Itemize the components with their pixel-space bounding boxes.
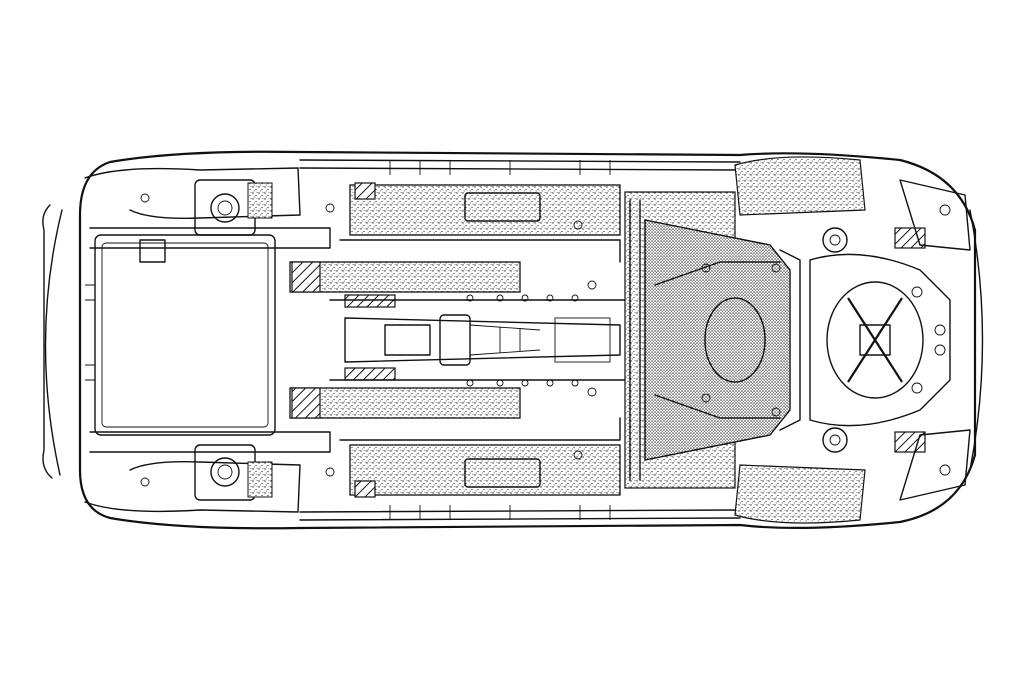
floor-recess-left: [464, 192, 541, 222]
bolt: [573, 450, 583, 460]
rear-hub-left: [822, 227, 848, 253]
bolt: [571, 294, 579, 302]
front-fender-top: [84, 167, 301, 219]
transmission-tail: [384, 324, 431, 356]
front-section: [85, 179, 335, 501]
rocker-left: [299, 159, 741, 171]
bolt: [496, 379, 504, 387]
rear-pad-left: [894, 227, 926, 249]
bolt: [939, 204, 951, 216]
engine-bay-plate: [94, 234, 276, 436]
radiator-support: [85, 284, 95, 381]
driveshaft-detail: [469, 324, 541, 356]
strut-right-outer: [210, 457, 240, 487]
front-bumper-inner: [42, 204, 53, 479]
strut-mount-right: [194, 444, 256, 501]
pad-right: [354, 480, 376, 498]
bolt: [325, 467, 335, 477]
bolt: [771, 407, 781, 417]
center-floor: [289, 160, 631, 520]
body-silhouette: [78, 150, 977, 530]
fuel-tank: [644, 219, 791, 461]
bolt: [934, 324, 946, 336]
front-crossmember-bottom: [89, 431, 331, 453]
side-rail-right: [289, 387, 521, 419]
bolt: [587, 280, 597, 290]
engine-bay-plate-inner: [101, 242, 269, 428]
body-outline: [42, 150, 984, 530]
tunnel-brace-right: [344, 367, 396, 381]
bolt: [701, 263, 711, 273]
rear-bracket-right: [899, 429, 971, 501]
bolt: [140, 193, 150, 203]
rear-subframe-edge: [779, 249, 801, 431]
differential-center: [859, 324, 891, 356]
bolt: [934, 344, 946, 356]
bolt: [911, 286, 923, 298]
rear-crossmember: [629, 199, 641, 481]
engine-bracket: [139, 239, 166, 263]
rocker-ribs-left: [389, 160, 611, 175]
bolt: [701, 393, 711, 403]
rear-bumper: [969, 209, 984, 471]
bolt: [140, 477, 150, 487]
rear-section: [734, 156, 971, 524]
front-stipple-right: [247, 461, 273, 498]
bolt: [571, 379, 579, 387]
strut-mount-left: [194, 179, 256, 236]
strut-left-inner: [217, 200, 233, 216]
center-bearing: [439, 314, 471, 366]
rear-hub-left-center: [829, 234, 841, 246]
rear-center: [624, 191, 801, 489]
bolt: [521, 379, 529, 387]
strut-left-outer: [210, 193, 240, 223]
bolt: [771, 263, 781, 273]
driveshaft-tunnel: [344, 317, 621, 363]
rear-wheelwell-left: [734, 156, 866, 216]
bolt: [466, 294, 474, 302]
front-crossmember-top: [89, 227, 331, 249]
bolt: [546, 379, 554, 387]
bolt: [911, 382, 923, 394]
jack-point-left-front: [291, 261, 321, 293]
floor-channel: [339, 239, 621, 441]
rocker-ribs-right: [389, 505, 611, 520]
center-tunnel-edges: [329, 299, 631, 381]
rear-wheelwell-right: [734, 464, 866, 524]
bolt: [939, 464, 951, 476]
front-stipple-left: [247, 182, 273, 219]
rocker-right: [299, 509, 741, 521]
rear-bracket-left: [899, 179, 971, 251]
bolt: [325, 203, 335, 213]
differential-cross: [847, 297, 903, 383]
rear-hub-right-center: [829, 434, 841, 446]
front-bumper-outer: [44, 209, 63, 476]
bolt: [546, 294, 554, 302]
side-rail-left: [289, 261, 521, 293]
tunnel-brace-left: [344, 294, 396, 308]
spare-well: [704, 297, 766, 383]
floor-recess-right: [464, 458, 541, 488]
jack-point-right-front: [291, 387, 321, 419]
bolt: [573, 220, 583, 230]
differential-mount: [809, 253, 951, 427]
strut-right-inner: [217, 464, 233, 480]
differential-housing: [826, 281, 924, 399]
bolt: [496, 294, 504, 302]
pad-left: [354, 182, 376, 200]
tank-straps: [654, 261, 781, 419]
tunnel-bracket: [554, 317, 611, 363]
rear-pad-right: [894, 431, 926, 453]
bolt: [466, 379, 474, 387]
front-fender-bottom: [84, 461, 301, 513]
bolt: [587, 387, 597, 397]
rear-hub-right: [822, 427, 848, 453]
bolt: [521, 294, 529, 302]
